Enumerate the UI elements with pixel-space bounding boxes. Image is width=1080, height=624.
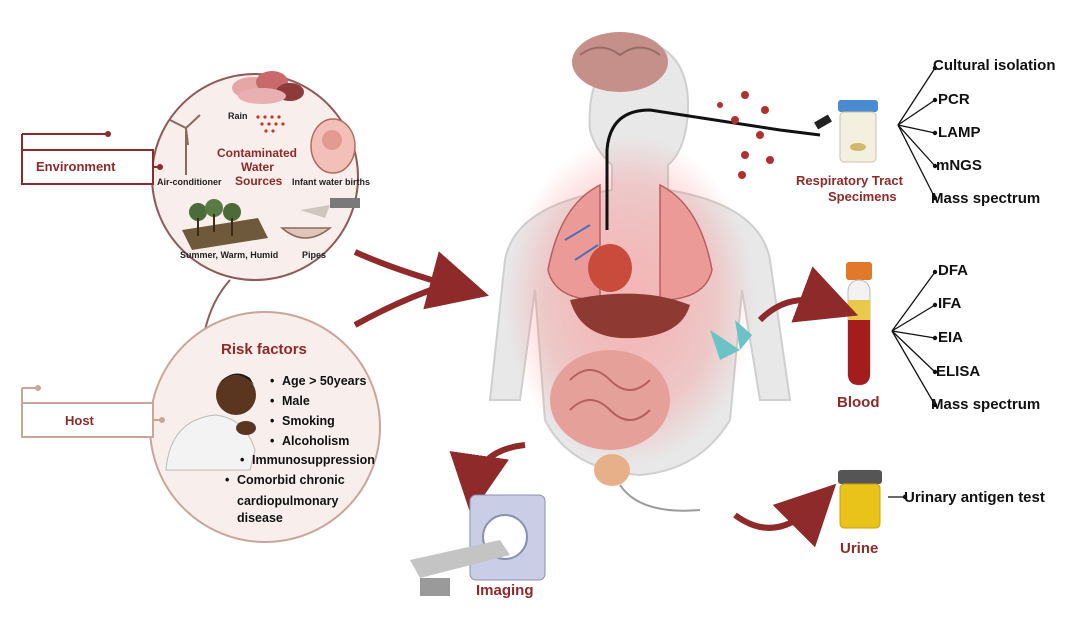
resp-test-label: PCR bbox=[938, 91, 970, 108]
coughing-man-icon bbox=[165, 373, 256, 471]
infant-births-label: Infant water births bbox=[292, 177, 371, 187]
pathogen-particles-icon bbox=[717, 91, 774, 179]
risk-factor-immuno: Immunosuppression bbox=[240, 450, 375, 470]
landscape-icon bbox=[182, 199, 268, 250]
liver-icon bbox=[570, 293, 690, 339]
bladder-icon bbox=[594, 454, 630, 486]
risk-factors-list: Age > 50years Male Smoking Alcoholism bbox=[270, 371, 366, 451]
blood-test-label: Mass spectrum bbox=[931, 396, 1041, 413]
comorbid-line2: cardiopulmonary bbox=[237, 494, 339, 508]
bronchoscope-tube bbox=[605, 108, 821, 230]
pipe-icon bbox=[279, 198, 360, 239]
urinary-antigen-test-label: Urinary antigen test bbox=[904, 489, 1045, 506]
risk-factor-item: Alcoholism bbox=[270, 431, 366, 451]
respiratory-specimens-label-line2: Specimens bbox=[828, 189, 897, 204]
brain-icon bbox=[572, 32, 668, 92]
cloud-icon bbox=[232, 71, 304, 104]
arrow-environment-to-body bbox=[353, 249, 489, 310]
specimen-cup-icon bbox=[838, 100, 878, 163]
resp-test-label: mNGS bbox=[936, 157, 982, 174]
blood-test-label: IFA bbox=[938, 295, 962, 312]
respiratory-specimens-label-line1: Respiratory Tract bbox=[796, 173, 903, 188]
host-box-label: Host bbox=[65, 413, 94, 428]
intestine-icon bbox=[550, 350, 670, 450]
risk-factor-item: Age > 50years bbox=[270, 371, 366, 391]
blood-tube-icon bbox=[846, 262, 872, 386]
ct-scanner-icon bbox=[410, 494, 546, 596]
raindrops-icon bbox=[256, 115, 285, 133]
imaging-label: Imaging bbox=[476, 582, 534, 599]
pipes-label: Pipes bbox=[302, 250, 327, 260]
summer-label: Summer, Warm, Humid bbox=[180, 250, 279, 260]
blood-test-label: ELISA bbox=[936, 363, 981, 380]
arrow-host-to-body bbox=[353, 282, 446, 328]
risk-factor-comorbid: Comorbid chronic bbox=[225, 470, 345, 490]
respiratory-branch-dots bbox=[932, 65, 938, 201]
host-box bbox=[21, 385, 165, 438]
comorbid-line3: disease bbox=[237, 511, 283, 525]
butterfly-needle-icon bbox=[710, 320, 752, 360]
air-conditioner-label: Air-conditioner bbox=[157, 177, 222, 187]
contaminated-water-title-line3: Sources bbox=[235, 174, 283, 188]
risk-factor-item: Smoking bbox=[270, 411, 366, 431]
environment-box bbox=[21, 131, 163, 185]
blood-branches bbox=[891, 271, 936, 406]
resp-test-label: Cultural isolation bbox=[933, 57, 1056, 74]
arrow-arm-to-blood bbox=[757, 266, 859, 323]
heart-icon bbox=[588, 244, 632, 292]
contaminated-water-title-line1: Contaminated bbox=[217, 146, 298, 160]
bronchoscope-icon bbox=[814, 114, 832, 130]
infant-icon bbox=[310, 118, 356, 174]
blood-test-label: EIA bbox=[938, 329, 964, 346]
blood-test-label: DFA bbox=[938, 262, 968, 279]
blood-label: Blood bbox=[837, 394, 880, 411]
urine-label: Urine bbox=[840, 540, 879, 557]
risk-factor-item: Comorbid chronic bbox=[225, 470, 345, 490]
contaminated-water-title-line2: Water bbox=[241, 160, 274, 174]
risk-factor-item: Male bbox=[270, 391, 366, 411]
urine-connector-dot bbox=[902, 494, 908, 500]
rain-label: Rain bbox=[228, 111, 248, 121]
circle-connector-line bbox=[204, 279, 231, 331]
environment-box-label: Environment bbox=[36, 159, 116, 174]
arrow-to-imaging bbox=[449, 442, 526, 515]
risk-factor-item: Immunosuppression bbox=[240, 450, 375, 470]
blood-branch-dots bbox=[932, 269, 938, 408]
arrow-to-urine bbox=[733, 483, 837, 548]
urine-cup-icon bbox=[838, 470, 882, 529]
risk-factors-title: Risk factors bbox=[221, 341, 307, 358]
catheter-tube bbox=[619, 484, 701, 512]
wind-turbine-icon bbox=[169, 114, 201, 175]
resp-test-label: Mass spectrum bbox=[931, 190, 1041, 207]
respiratory-branches bbox=[897, 67, 936, 199]
resp-test-label: LAMP bbox=[938, 124, 981, 141]
